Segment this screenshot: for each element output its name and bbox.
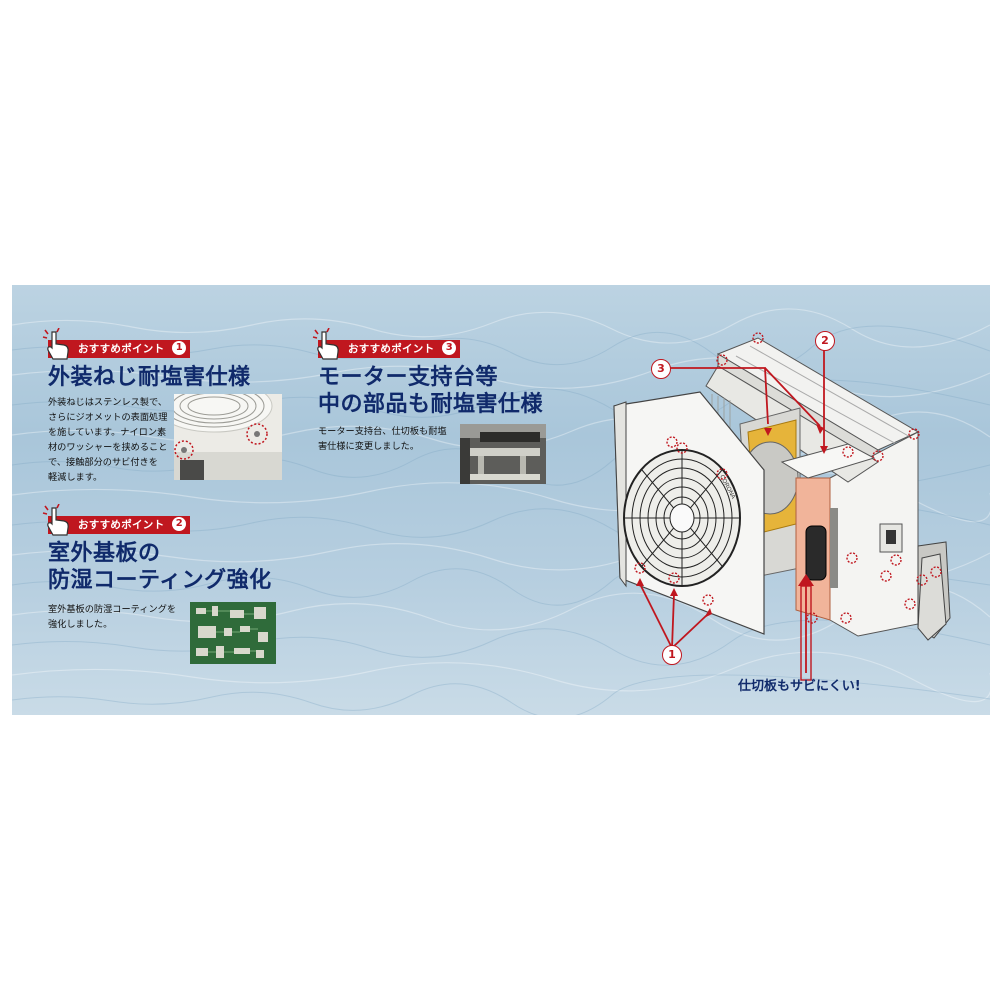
fan-grille [623,449,741,587]
point-1-body: 外装ねじはステンレス製で、 さらにジオメットの表面処理 を施しています。ナイロン… [48,397,168,483]
pointing-hand-icon [42,328,69,360]
point-2-badge: おすすめポイント 2 [42,504,191,536]
pointing-hand-icon [312,328,339,360]
screw-closeup-photo [174,394,282,480]
callout-1-marker: 1 [662,645,682,665]
callout-2-marker: 2 [815,331,835,351]
point-1-number: 1 [172,341,187,355]
callout-arrows [639,348,825,673]
point-3-body: モーター支持台、仕切板も耐塩 害仕様に変更しました。 [318,426,447,452]
partition-caption: 仕切板もサビにくい! [738,679,861,694]
pointing-hand-icon [42,504,69,536]
point-3-number: 3 [442,341,457,355]
screw-markers [634,332,942,624]
circuit-board-photo [190,602,276,664]
point-3-title-line2: 中の部品も耐塩害仕様 [318,392,544,417]
point-2-badge-label: おすすめポイント [78,519,165,531]
point-3-badge-label: おすすめポイント [348,343,435,355]
motor-support-photo [460,424,546,484]
point-2-body: 室外基板の防湿コーティングを 強化しました。 [48,604,177,630]
point-2-title-line2: 防湿コーティング強化 [48,568,272,593]
point-1-badge-label: おすすめポイント [78,343,165,355]
point-3-badge: おすすめポイント 3 [312,328,461,360]
outdoor-unit-diagram: CORONA [613,332,951,681]
callout-3-marker: 3 [651,359,671,379]
point-1-badge: おすすめポイント 1 [42,328,191,360]
point-2-number: 2 [172,517,187,531]
point-3-title-line1: モーター支持台等 [318,365,499,390]
point-2-title-line1: 室外基板の [48,541,161,566]
point-1-title: 外装ねじ耐塩害仕様 [48,365,251,390]
